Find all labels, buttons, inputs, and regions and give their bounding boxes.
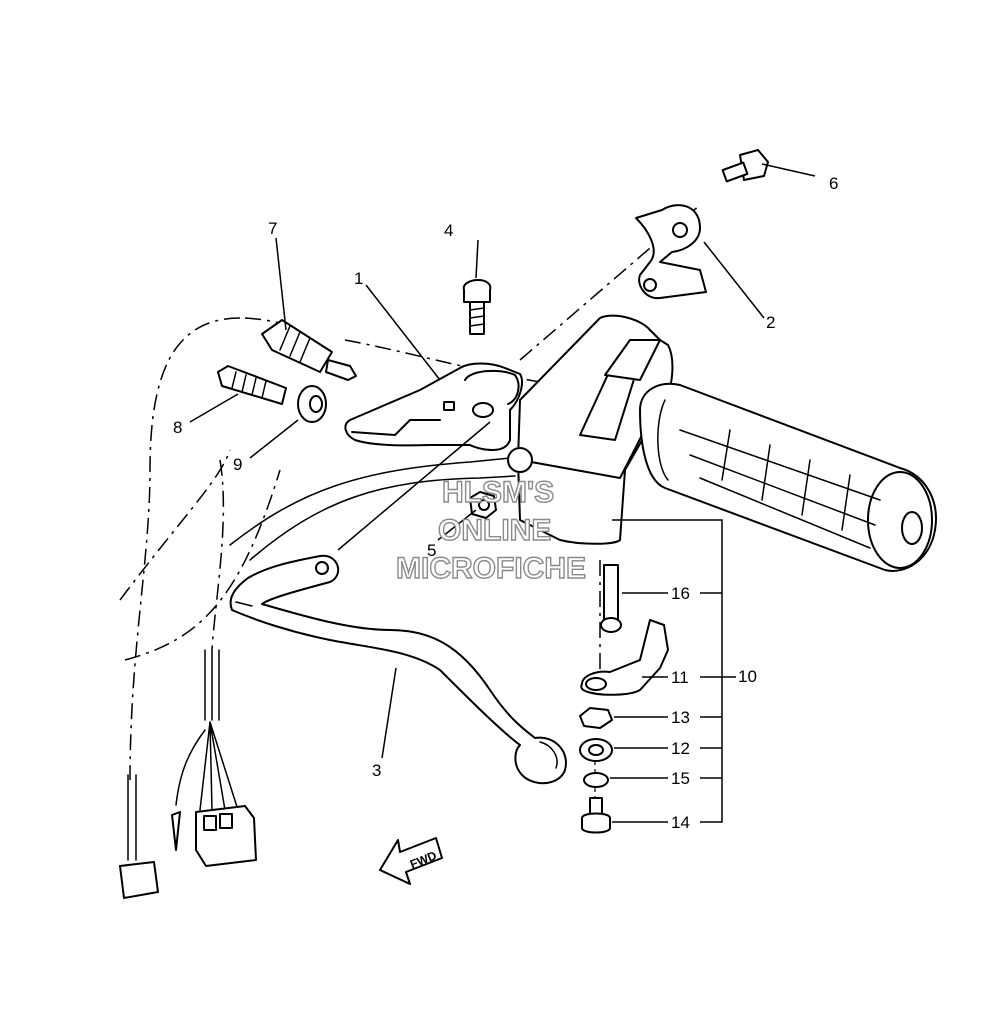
callout-11: 11 [671, 668, 689, 687]
cable-adjuster [261, 319, 357, 381]
callout-6: 6 [829, 174, 838, 193]
watermark: HLSM'S ONLINE MICROFICHE [395, 475, 586, 585]
callout-4: 4 [444, 221, 453, 240]
pivot-bolt [462, 279, 492, 335]
watermark-line-3: MICROFICHE [396, 552, 586, 585]
callout-16: 16 [671, 584, 690, 603]
callout-3: 3 [372, 761, 381, 780]
clamp-screw [721, 149, 769, 183]
handlebar-grip [639, 382, 937, 572]
callout-14: 14 [671, 813, 690, 832]
pivot-nut [469, 491, 497, 519]
callout-15: 15 [671, 769, 690, 788]
watermark-line-1: HLSM'S [442, 476, 554, 509]
connectors [119, 649, 257, 899]
switch-housing [507, 314, 674, 545]
clutch-lever [229, 554, 567, 785]
callout-8: 8 [173, 418, 182, 437]
switch-lever-assy [579, 564, 669, 834]
lever-holder [344, 362, 523, 451]
watermark-line-2: ONLINE [438, 514, 551, 547]
callout-10: 10 [738, 667, 757, 686]
callout-5: 5 [427, 541, 436, 560]
callout-9: 9 [233, 455, 242, 474]
callouts: 1 2 3 4 5 6 7 8 9 10 11 12 13 14 15 16 [173, 174, 838, 832]
callout-1: 1 [354, 269, 363, 288]
callout-13: 13 [671, 708, 690, 727]
callout-7: 7 [268, 219, 277, 238]
leader-lines [189, 163, 816, 823]
clamp [635, 204, 707, 300]
locknut [297, 385, 327, 423]
callout-12: 12 [671, 739, 690, 758]
adjuster-bolt [217, 365, 287, 405]
callout-2: 2 [766, 313, 775, 332]
forward-direction-arrow: FWD [379, 837, 443, 885]
